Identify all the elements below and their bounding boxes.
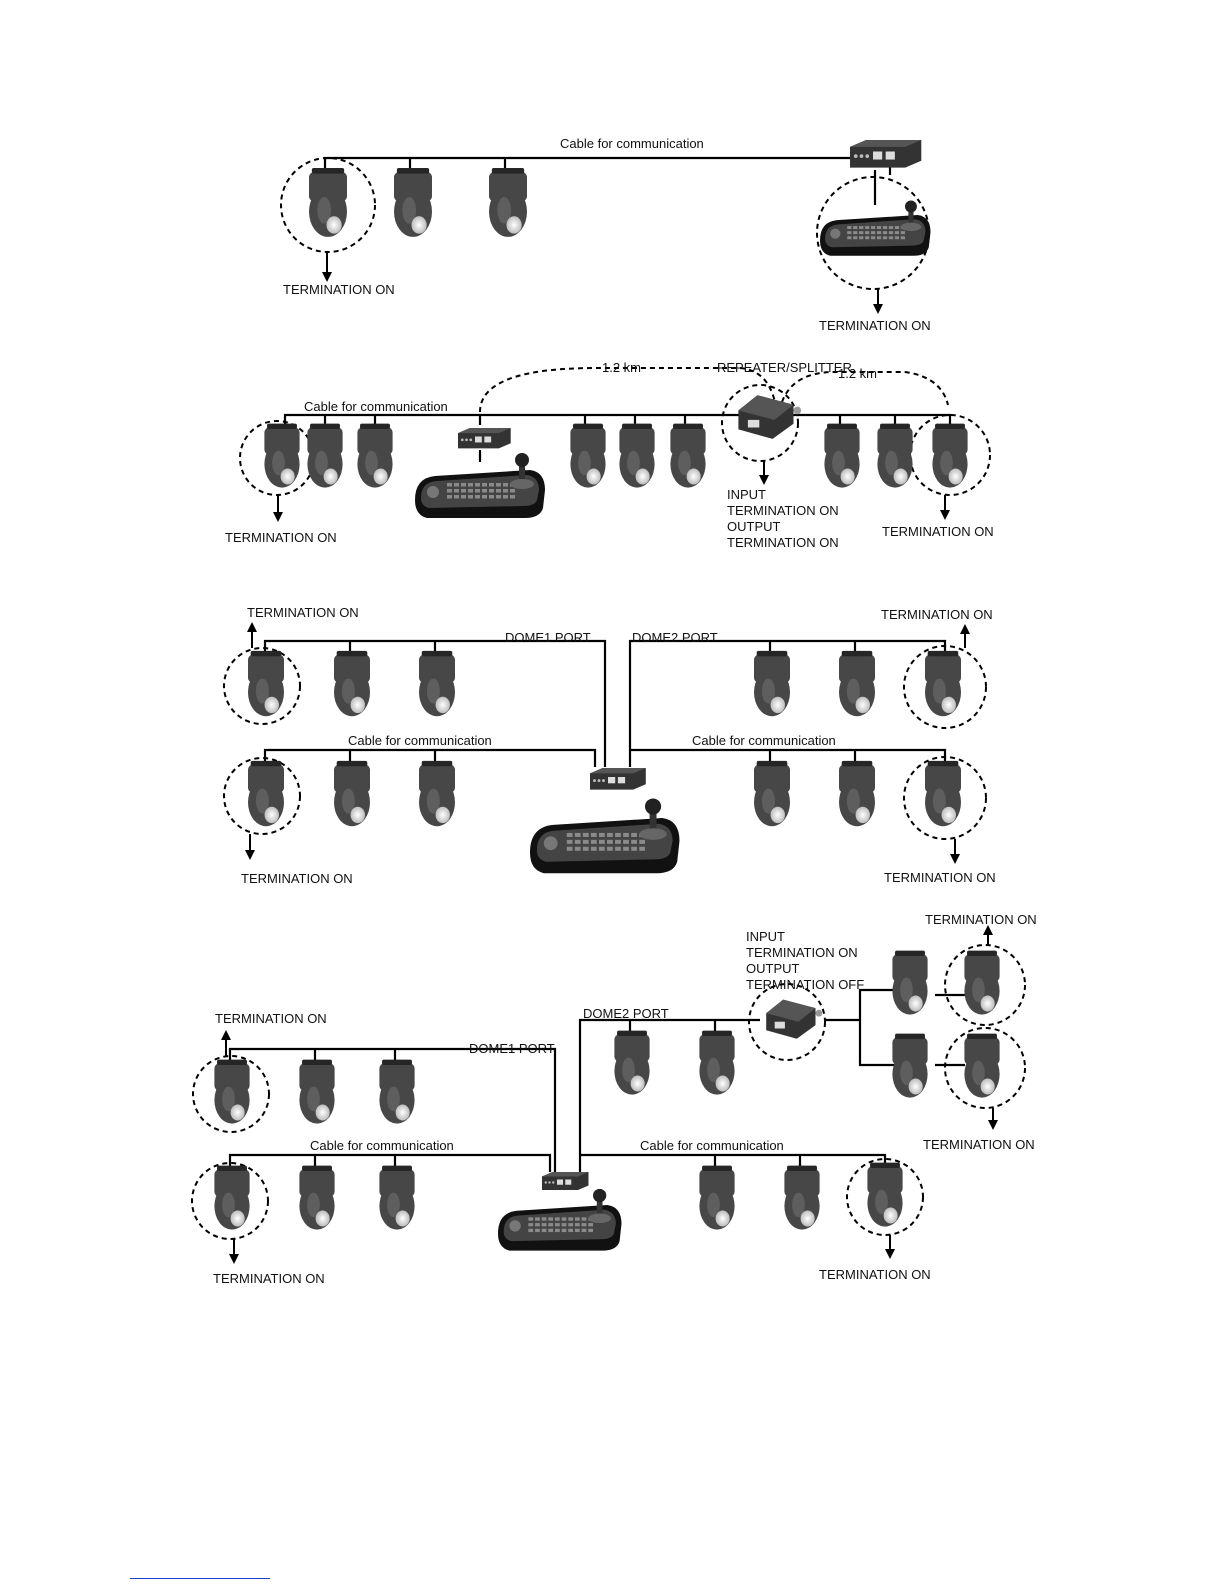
- dome-camera-icon: [670, 423, 706, 488]
- dome-camera-icon: [754, 650, 790, 717]
- distance-label: 1.2 km: [838, 366, 877, 381]
- diagram-labels: Cable for communication TERMINATION ON T…: [213, 136, 1037, 1286]
- dome-camera-icon: [379, 1165, 415, 1230]
- output-label: OUTPUT: [746, 961, 800, 976]
- cable-label: Cable for communication: [692, 733, 836, 748]
- dome2-port-label: DOME2 PORT: [583, 1006, 669, 1021]
- termination-label: TERMINATION ON: [727, 503, 839, 518]
- control-keyboard-icon: [498, 1188, 622, 1251]
- termination-label: TERMINATION ON: [925, 912, 1037, 927]
- dome-camera-icon: [867, 1162, 903, 1227]
- input-label: INPUT: [746, 929, 785, 944]
- cable-label: Cable for communication: [560, 136, 704, 151]
- termination-label: TERMINATION ON: [283, 282, 395, 297]
- dome-camera-icon: [892, 950, 928, 1015]
- termination-label: TERMINATION ON: [241, 871, 353, 886]
- control-keyboard-icon: [820, 200, 931, 256]
- dome-camera-icon: [925, 760, 961, 827]
- dome-camera-icon: [307, 423, 343, 488]
- dome-camera-icon: [357, 423, 393, 488]
- cable-label: Cable for communication: [348, 733, 492, 748]
- dome-camera-icon: [614, 1030, 650, 1095]
- dome-camera-icon: [824, 423, 860, 488]
- cable-lines: [228, 156, 965, 1172]
- termination-label: TERMINATION ON: [247, 605, 359, 620]
- dome-camera-icon: [699, 1030, 735, 1095]
- dome-camera-icon: [248, 760, 284, 827]
- dome-camera-icon: [699, 1165, 735, 1230]
- dome-camera-icon: [619, 423, 655, 488]
- dome-camera-icon: [570, 423, 606, 488]
- dome-camera-icon: [419, 650, 455, 717]
- termination-label: TERMINATION ON: [819, 1267, 931, 1282]
- dome-camera-icon: [299, 1165, 335, 1230]
- termination-arrows: [221, 252, 998, 1264]
- dome-camera-icon: [248, 650, 284, 717]
- termination-label: TERMINATION ON: [727, 535, 839, 550]
- termination-label: TERMINATION ON: [225, 530, 337, 545]
- repeater-splitter-icon: [542, 1172, 589, 1190]
- dome-camera-icon: [839, 760, 875, 827]
- repeater-splitter-icon: [766, 999, 823, 1039]
- dome-camera-icon: [379, 1059, 415, 1124]
- dome-camera-icon: [419, 760, 455, 827]
- termination-label: TERMINATION ON: [884, 870, 996, 885]
- distance-label: 1.2 km: [602, 360, 641, 375]
- termination-label: TERMINATION ON: [882, 524, 994, 539]
- dome1-port-label: DOME1 PORT: [469, 1041, 555, 1056]
- repeater-splitter-icon: [738, 395, 802, 439]
- dome-camera-icon: [309, 167, 347, 237]
- dome1-port-label: DOME1 PORT: [505, 630, 591, 645]
- footer-link-underline: [130, 1578, 270, 1579]
- termination-label: TERMINATION ON: [215, 1011, 327, 1026]
- cable-label: Cable for communication: [310, 1138, 454, 1153]
- dome-camera-icon: [892, 1033, 928, 1098]
- termination-label: TERMINATION ON: [213, 1271, 325, 1286]
- repeater-splitter-icon: [850, 140, 922, 168]
- dome-camera-icon: [964, 950, 1000, 1015]
- repeater-splitter-icon: [458, 428, 511, 449]
- termination-off-label: TERMINATION OFF: [746, 977, 864, 992]
- dome-camera-icon: [877, 423, 913, 488]
- dome-camera-icon: [925, 650, 961, 717]
- dome-camera-icon: [839, 650, 875, 717]
- devices: [214, 140, 1000, 1251]
- cable-label: Cable for communication: [304, 399, 448, 414]
- dome2-port-label: DOME2 PORT: [632, 630, 718, 645]
- dome-camera-icon: [264, 423, 300, 488]
- dome-camera-icon: [214, 1059, 250, 1124]
- repeater-label: REPEATER/SPLITTER: [717, 360, 852, 375]
- control-keyboard-icon: [530, 798, 680, 874]
- dome-camera-icon: [214, 1165, 250, 1230]
- termination-label: TERMINATION ON: [746, 945, 858, 960]
- dome-camera-icon: [299, 1059, 335, 1124]
- dome-camera-icon: [754, 760, 790, 827]
- dome-camera-icon: [932, 423, 968, 488]
- dome-camera-icon: [784, 1165, 820, 1230]
- input-label: INPUT: [727, 487, 766, 502]
- termination-label: TERMINATION ON: [881, 607, 993, 622]
- cable-label: Cable for communication: [640, 1138, 784, 1153]
- termination-label: TERMINATION ON: [819, 318, 931, 333]
- termination-label: TERMINATION ON: [923, 1137, 1035, 1152]
- dome-camera-icon: [334, 760, 370, 827]
- dome-camera-icon: [394, 167, 432, 237]
- dome-camera-icon: [964, 1033, 1000, 1098]
- output-label: OUTPUT: [727, 519, 781, 534]
- dome-camera-icon: [489, 167, 527, 237]
- repeater-splitter-icon: [590, 768, 646, 790]
- control-keyboard-icon: [415, 453, 545, 518]
- dome-camera-icon: [334, 650, 370, 717]
